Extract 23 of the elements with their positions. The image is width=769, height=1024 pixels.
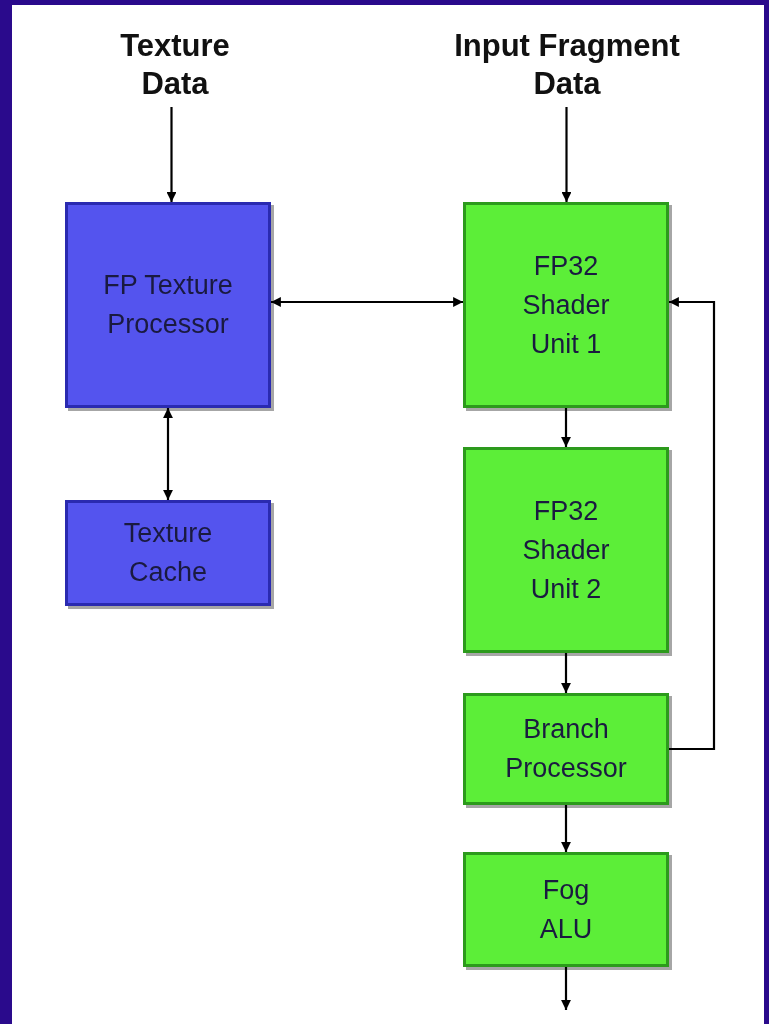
box-label: FP32 Shader Unit 1	[521, 249, 611, 361]
box-label: Branch Processor	[504, 713, 628, 785]
arrow	[669, 297, 716, 751]
box-label: Texture Cache	[122, 517, 214, 589]
box-label: FP32 Shader Unit 2	[521, 494, 611, 606]
process-box	[463, 852, 669, 967]
box-label: Fog ALU	[538, 873, 594, 946]
process-box	[463, 447, 669, 653]
arrow	[561, 653, 571, 693]
box-label: FP Texture Processor	[102, 269, 234, 341]
input-label: Input Fragment Data	[417, 23, 717, 107]
input-label: Texture Data	[90, 23, 260, 107]
arrow	[561, 805, 571, 852]
arrow	[166, 107, 177, 202]
process-box	[463, 202, 669, 408]
arrow	[163, 408, 173, 500]
arrow	[561, 967, 571, 1010]
process-box	[65, 500, 271, 606]
process-box	[65, 202, 271, 408]
process-box	[463, 693, 669, 805]
arrow	[271, 297, 463, 307]
arrow	[561, 107, 572, 202]
arrow	[561, 408, 571, 447]
